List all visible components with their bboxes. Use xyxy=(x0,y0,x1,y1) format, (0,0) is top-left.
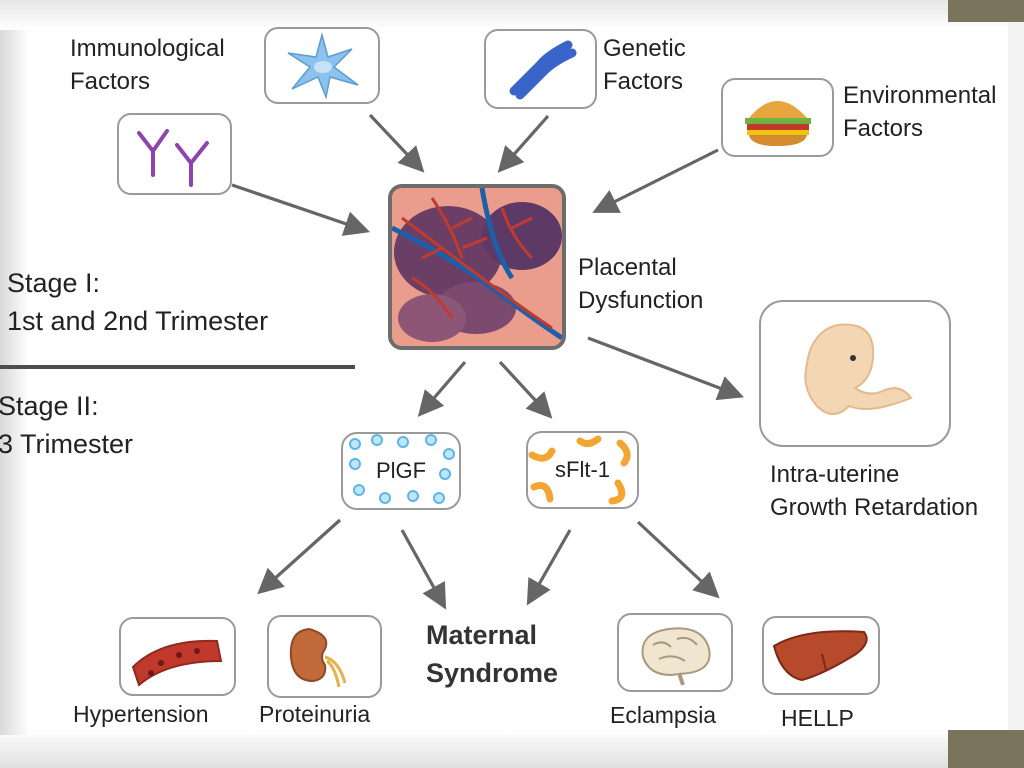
arrow-cell-to-placenta xyxy=(368,113,425,173)
environmental-factors-label: Environmental Factors xyxy=(843,82,997,142)
plgf-dots-icon xyxy=(349,434,455,504)
placenta-icon xyxy=(392,188,562,346)
stage-2-label: Stage II: 3 Trimester xyxy=(0,391,134,459)
stage-divider xyxy=(0,365,355,369)
sflt-card: sFlt-1 xyxy=(526,431,639,509)
kidney-icon xyxy=(289,627,347,688)
plgf-card: PlGF xyxy=(341,432,461,510)
slide-top-shading xyxy=(0,0,1024,30)
arrow-plgf-to-hypertension xyxy=(257,518,342,595)
placenta-image xyxy=(388,184,566,350)
eclampsia-card xyxy=(617,613,733,692)
proteinuria-card xyxy=(267,615,382,698)
hypertension-label: Hypertension xyxy=(73,701,209,727)
hypertension-card xyxy=(119,617,236,696)
arrow-placenta-to-plgf xyxy=(417,360,467,417)
arrow-antibody-to-placenta xyxy=(231,183,371,236)
fetus-card xyxy=(759,300,951,447)
slide-left-shading xyxy=(0,0,30,768)
antibody-icon xyxy=(137,129,209,187)
hellp-card xyxy=(762,616,880,695)
blood-vessel-icon xyxy=(131,639,223,687)
slide-bottom-shading xyxy=(0,735,1024,768)
arrow-genetic-to-placenta xyxy=(497,114,550,173)
burger-card xyxy=(721,78,834,157)
sflt-arc-icon xyxy=(528,435,631,505)
proteinuria-label: Proteinuria xyxy=(259,701,371,727)
immune-cell-icon xyxy=(287,32,359,100)
fetus-icon xyxy=(804,323,913,415)
stage-1-label: Stage I: 1st and 2nd Trimester xyxy=(7,268,269,336)
plgf-label: PlGF xyxy=(375,458,427,483)
burger-icon xyxy=(745,101,811,146)
slide-accent-bottom xyxy=(948,730,1024,768)
immune-cell-card xyxy=(264,27,380,104)
slide-right-strip xyxy=(1008,20,1024,732)
arrow-placenta-to-sflt xyxy=(498,360,553,419)
maternal-syndrome-label: Maternal Syndrome xyxy=(426,620,559,688)
eclampsia-label: Eclampsia xyxy=(610,702,717,728)
antibody-card xyxy=(117,113,232,195)
arrow-plgf-to-syndrome xyxy=(400,529,447,610)
placental-dysfunction-label: Placental Dysfunction xyxy=(578,254,704,314)
arrow-placenta-to-iugr xyxy=(587,336,744,401)
immunological-factors-label: Immunological Factors xyxy=(70,35,225,95)
brain-icon xyxy=(641,627,711,686)
arrow-sflt-to-eclampsia xyxy=(636,520,720,599)
liver-icon xyxy=(772,630,868,682)
arrow-environment-to-placenta xyxy=(592,148,719,213)
genetic-factors-label: Genetic Factors xyxy=(603,35,686,95)
chromosome-icon xyxy=(509,40,577,100)
sflt-label: sFlt-1 xyxy=(555,457,610,482)
arrow-sflt-to-syndrome xyxy=(526,529,572,606)
slide-accent-top xyxy=(948,0,1024,22)
chromosome-card xyxy=(484,29,597,109)
hellp-label: HELLP xyxy=(781,705,854,731)
iugr-label: Intra-uterine Growth Retardation xyxy=(770,461,979,521)
